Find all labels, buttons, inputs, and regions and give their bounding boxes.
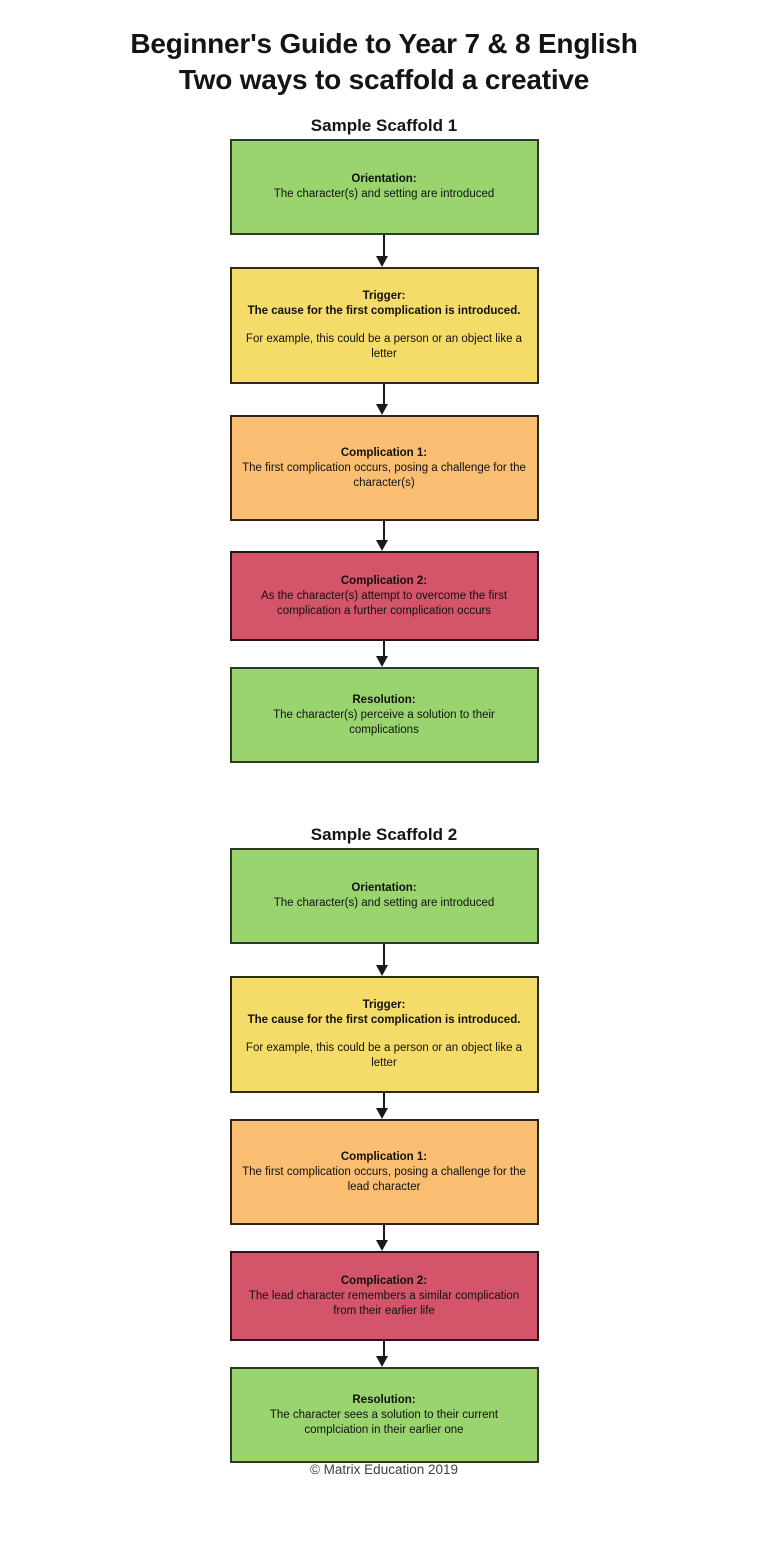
flow-box-heading: Complication 1: — [340, 1150, 428, 1163]
arrow-head — [375, 1356, 388, 1367]
flow-box-heading: Trigger: — [362, 290, 406, 302]
flow-box-body: As the character(s) attempt to overcome … — [260, 589, 508, 617]
down-arrow-icon — [375, 944, 388, 976]
arrow-shaft — [383, 1093, 385, 1108]
scaffold-1-heading: Sample Scaffold 1 — [310, 116, 458, 135]
flow-box-1: Orientation: The character(s) and setting… — [229, 848, 539, 944]
flow-box-body: The cause for the first complication is … — [247, 305, 521, 317]
flow-box-4: Complication 2: As the character(s) attem… — [229, 551, 539, 641]
arrow-shaft — [383, 521, 385, 540]
flow-box-2: Trigger: The cause for the first complica… — [229, 267, 539, 384]
flow-box-3: Complication 1: The first complication oc… — [229, 1119, 539, 1225]
arrow-shaft — [383, 235, 385, 256]
flow-box-heading: Complication 1: — [340, 446, 428, 459]
down-arrow-icon — [375, 521, 388, 551]
scaffold-2-heading: Sample Scaffold 2 — [310, 825, 458, 844]
arrow-head — [375, 404, 388, 415]
arrow-connector — [230, 235, 539, 267]
flow-box-heading: Orientation: — [351, 173, 417, 185]
flow-box-heading: Resolution: — [352, 693, 416, 706]
scaffold-2-flow: Orientation: The character(s) and setting… — [229, 848, 539, 1463]
flow-box-4: Complication 2: The lead character rememb… — [229, 1251, 539, 1341]
arrow-connector — [230, 384, 539, 415]
arrow-head — [375, 1108, 388, 1119]
copyright-notice: © Matrix Education 2019 — [309, 1462, 459, 1477]
down-arrow-icon — [375, 1341, 388, 1367]
arrow-shaft — [383, 1225, 385, 1240]
flow-box-body: The character(s) and setting are introdu… — [273, 188, 495, 200]
flow-box-heading: Resolution: — [352, 1393, 416, 1406]
flow-box-body: The cause for the first complication is … — [247, 1014, 521, 1026]
arrow-shaft — [383, 1341, 385, 1356]
flow-box-heading: Complication 2: — [340, 1274, 428, 1287]
arrow-connector — [230, 641, 539, 667]
section-spacer — [0, 763, 768, 825]
arrow-connector — [230, 1225, 539, 1251]
arrow-head — [375, 965, 388, 976]
title-line-1: Beginner's Guide to Year 7 & 8 English — [130, 28, 638, 59]
title-line-2: Two ways to scaffold a creative — [178, 64, 590, 95]
flow-box-body: The character(s) and setting are introdu… — [273, 897, 495, 909]
down-arrow-icon — [375, 1225, 388, 1251]
scaffold-2-section: Sample Scaffold 2 Orientation: The charac… — [229, 825, 539, 1463]
flow-box-5: Resolution: The character sees a solution… — [229, 1367, 539, 1463]
flow-box-heading: Trigger: — [362, 999, 406, 1011]
scaffold-1-flow: Orientation: The character(s) and setting… — [229, 139, 539, 763]
flow-box-body: The first complication occurs, posing a … — [242, 461, 526, 489]
arrow-connector — [230, 1341, 539, 1367]
flow-box-body: The lead character remembers a similar c… — [248, 1289, 520, 1317]
arrow-head — [375, 656, 388, 667]
arrow-connector — [230, 521, 539, 551]
flow-box-heading: Complication 2: — [340, 574, 428, 587]
scaffold-1-section: Sample Scaffold 1 Orientation: The charac… — [229, 116, 539, 763]
flow-box-5: Resolution: The character(s) perceive a s… — [229, 667, 539, 763]
flow-box-body: The first complication occurs, posing a … — [242, 1165, 526, 1193]
flow-box-example: For example, this could be a person or a… — [245, 333, 523, 360]
flow-box-example: For example, this could be a person or a… — [245, 1042, 523, 1069]
down-arrow-icon — [375, 641, 388, 667]
flow-box-heading: Orientation: — [351, 882, 417, 894]
flow-box-body: The character sees a solution to their c… — [269, 1408, 499, 1436]
down-arrow-icon — [375, 384, 388, 415]
arrow-connector — [230, 1093, 539, 1119]
down-arrow-icon — [375, 1093, 388, 1119]
arrow-shaft — [383, 384, 385, 404]
arrow-shaft — [383, 641, 385, 656]
arrow-head — [375, 540, 388, 551]
flow-box-2: Trigger: The cause for the first complica… — [229, 976, 539, 1093]
flow-box-1: Orientation: The character(s) and setting… — [229, 139, 539, 235]
down-arrow-icon — [375, 235, 388, 267]
arrow-head — [375, 1240, 388, 1251]
arrow-shaft — [383, 944, 385, 965]
arrow-head — [375, 256, 388, 267]
flow-box-body: The character(s) perceive a solution to … — [273, 708, 495, 736]
flow-box-3: Complication 1: The first complication oc… — [229, 415, 539, 521]
arrow-connector — [230, 944, 539, 976]
page-title: Beginner's Guide to Year 7 & 8 English T… — [0, 0, 768, 98]
